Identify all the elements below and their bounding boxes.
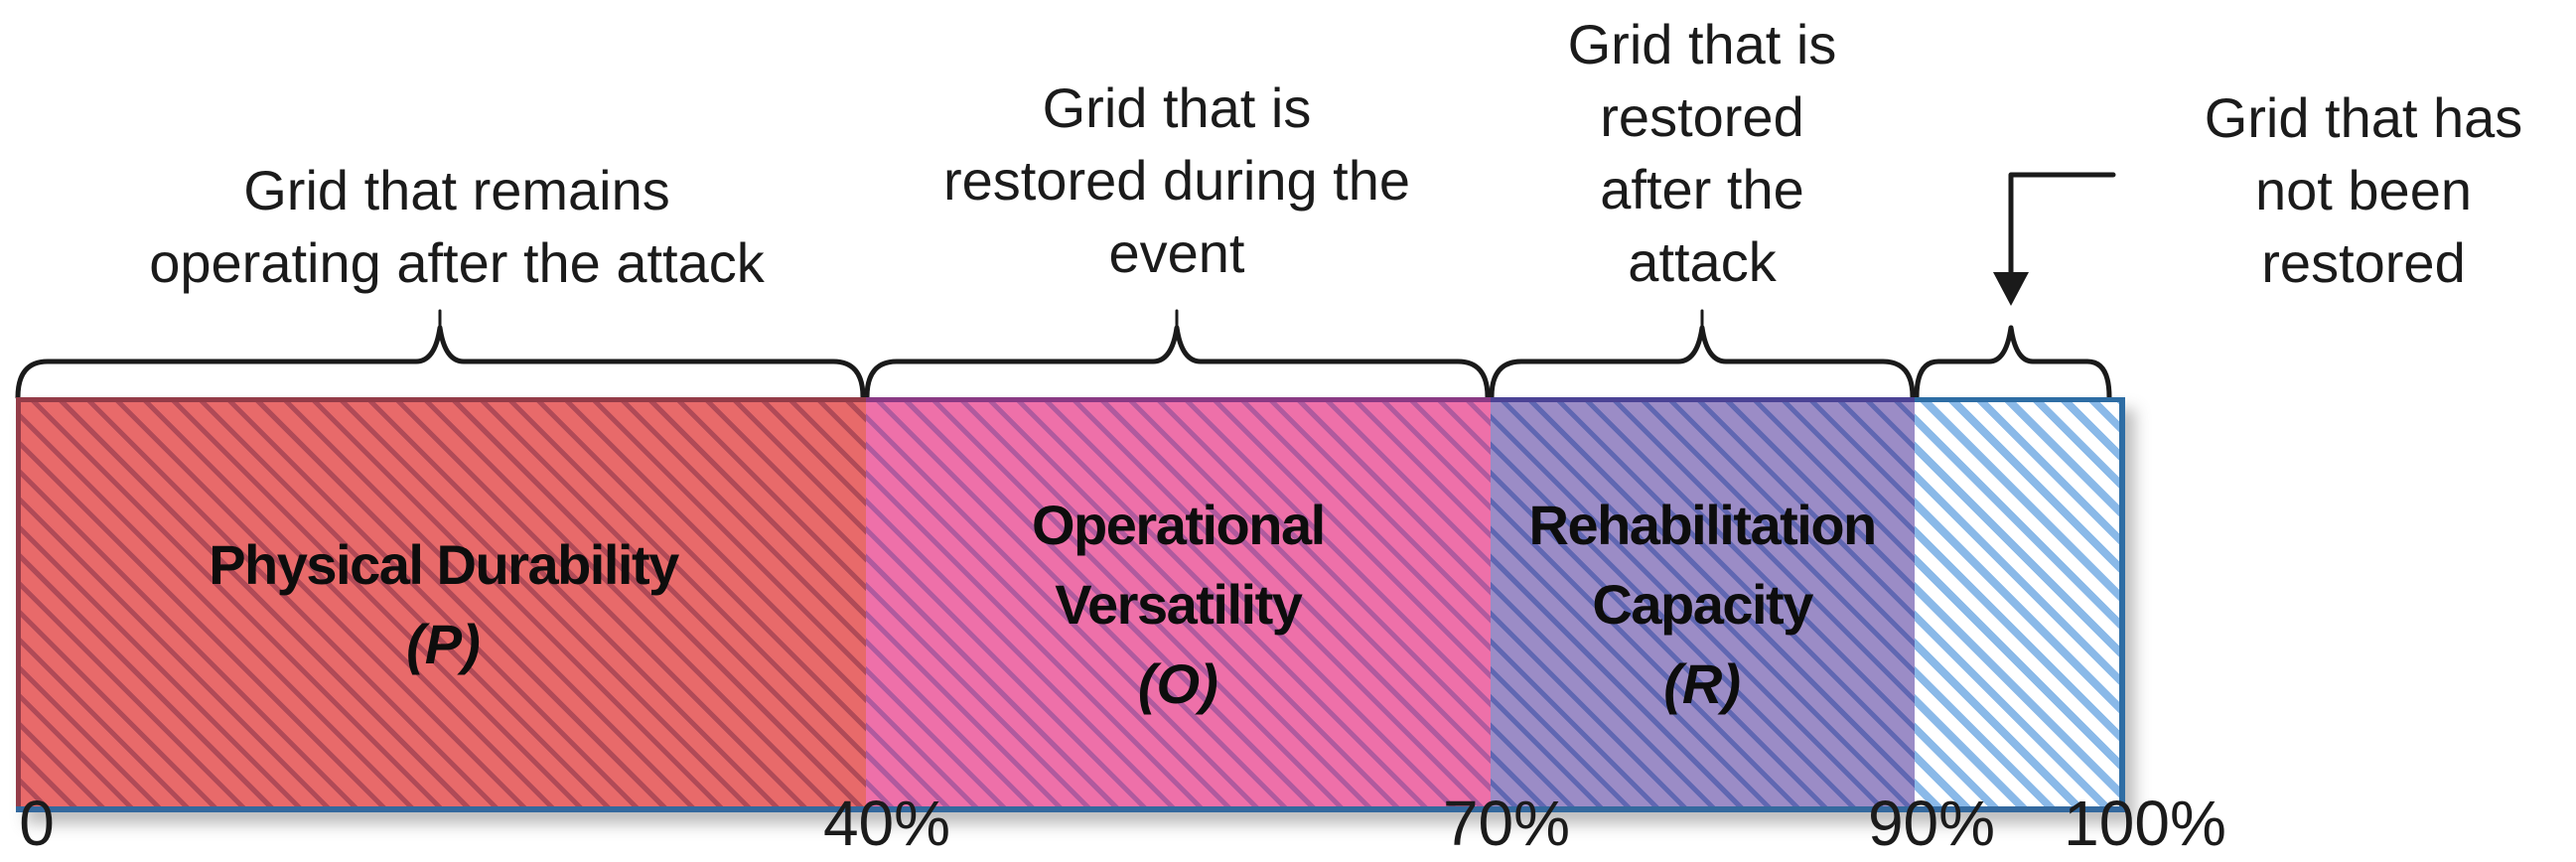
arrow-head [1993,272,2029,306]
brace-segment-1 [15,325,866,400]
resilience-bar: Physical Durability (P) Operational Vers… [16,397,2125,812]
brace-segment-3 [1489,325,1916,400]
annotation-not-restored: Grid that has not been restored [2204,86,2523,294]
tick-100: 100% [2064,788,2226,859]
tick-40: 40% [822,788,951,859]
annotation-restored-after-attack: Grid that is restored after the attack [1567,13,1837,293]
segment-label: Operational Versatility [1031,493,1326,636]
tick-70: 70% [1442,788,1571,859]
segment-symbol: (O) [1137,651,1218,715]
annotation-restored-during-event: Grid that is restored during the event [942,76,1411,284]
segment-operational-versatility: Operational Versatility (O) [865,397,1491,806]
segment-label: Rehabilitation Capacity [1528,493,1878,636]
annotation-remains-operating: Grid that remains operating after the at… [149,159,765,294]
arrow-line [2008,172,2116,297]
segment-not-restored-hatched [1914,397,2125,806]
segment-physical-durability: Physical Durability (P) [16,397,866,806]
tick-90: 90% [1867,788,1996,859]
brace-segment-4 [1914,325,2112,400]
tick-0: 0 [19,788,55,859]
segment-label: Physical Durability [209,532,679,596]
segment-symbol: (R) [1663,651,1741,715]
brace-segment-2 [864,325,1491,400]
segment-symbol: (P) [406,612,481,675]
segment-rehabilitation-capacity: Rehabilitation Capacity (R) [1490,397,1915,806]
